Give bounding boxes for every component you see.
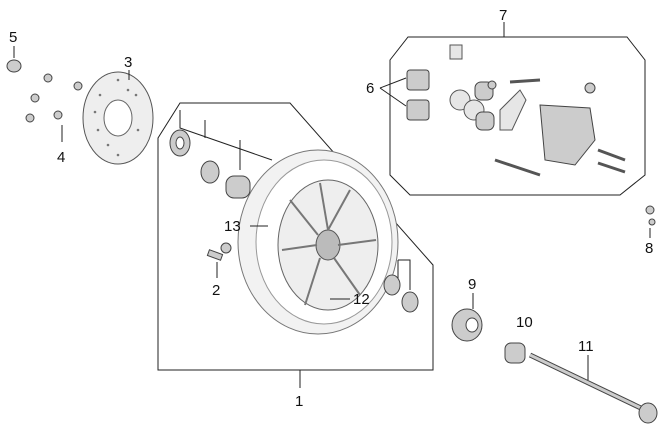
brake-disc	[82, 71, 154, 165]
callout-8: 8	[645, 240, 653, 257]
bleeder-screw	[645, 205, 656, 226]
wheel-tire	[237, 149, 399, 335]
callout-6: 6	[366, 80, 374, 97]
callout-7: 7	[499, 7, 507, 24]
brake-pad-upper	[406, 69, 430, 91]
callout-9: 9	[468, 276, 476, 293]
bearing-left	[200, 160, 220, 184]
callout-2: 2	[212, 282, 220, 299]
disc-bolts	[25, 73, 83, 123]
wheel-assembly-frame	[157, 102, 434, 371]
callout-13: 13	[224, 218, 241, 235]
callout-12: 12	[353, 291, 370, 308]
axle-nut-cap	[6, 59, 22, 73]
callout-4: 4	[57, 149, 65, 166]
bearing-right-1	[383, 274, 401, 296]
speedometer-gear	[451, 308, 483, 342]
spacer	[225, 175, 251, 199]
callout-3: 3	[124, 54, 132, 71]
axle-collar	[504, 342, 526, 364]
brake-pad-lower	[406, 99, 430, 121]
callout-10: 10	[516, 314, 533, 331]
valve-stem	[206, 242, 232, 261]
bearing-right-2	[401, 291, 419, 313]
caliper-assembly-frame	[389, 36, 646, 196]
caliper-parts	[449, 44, 626, 177]
callout-5: 5	[9, 29, 17, 46]
front-axle	[528, 352, 658, 424]
callout-1: 1	[295, 393, 303, 410]
callout-11: 11	[578, 338, 594, 355]
